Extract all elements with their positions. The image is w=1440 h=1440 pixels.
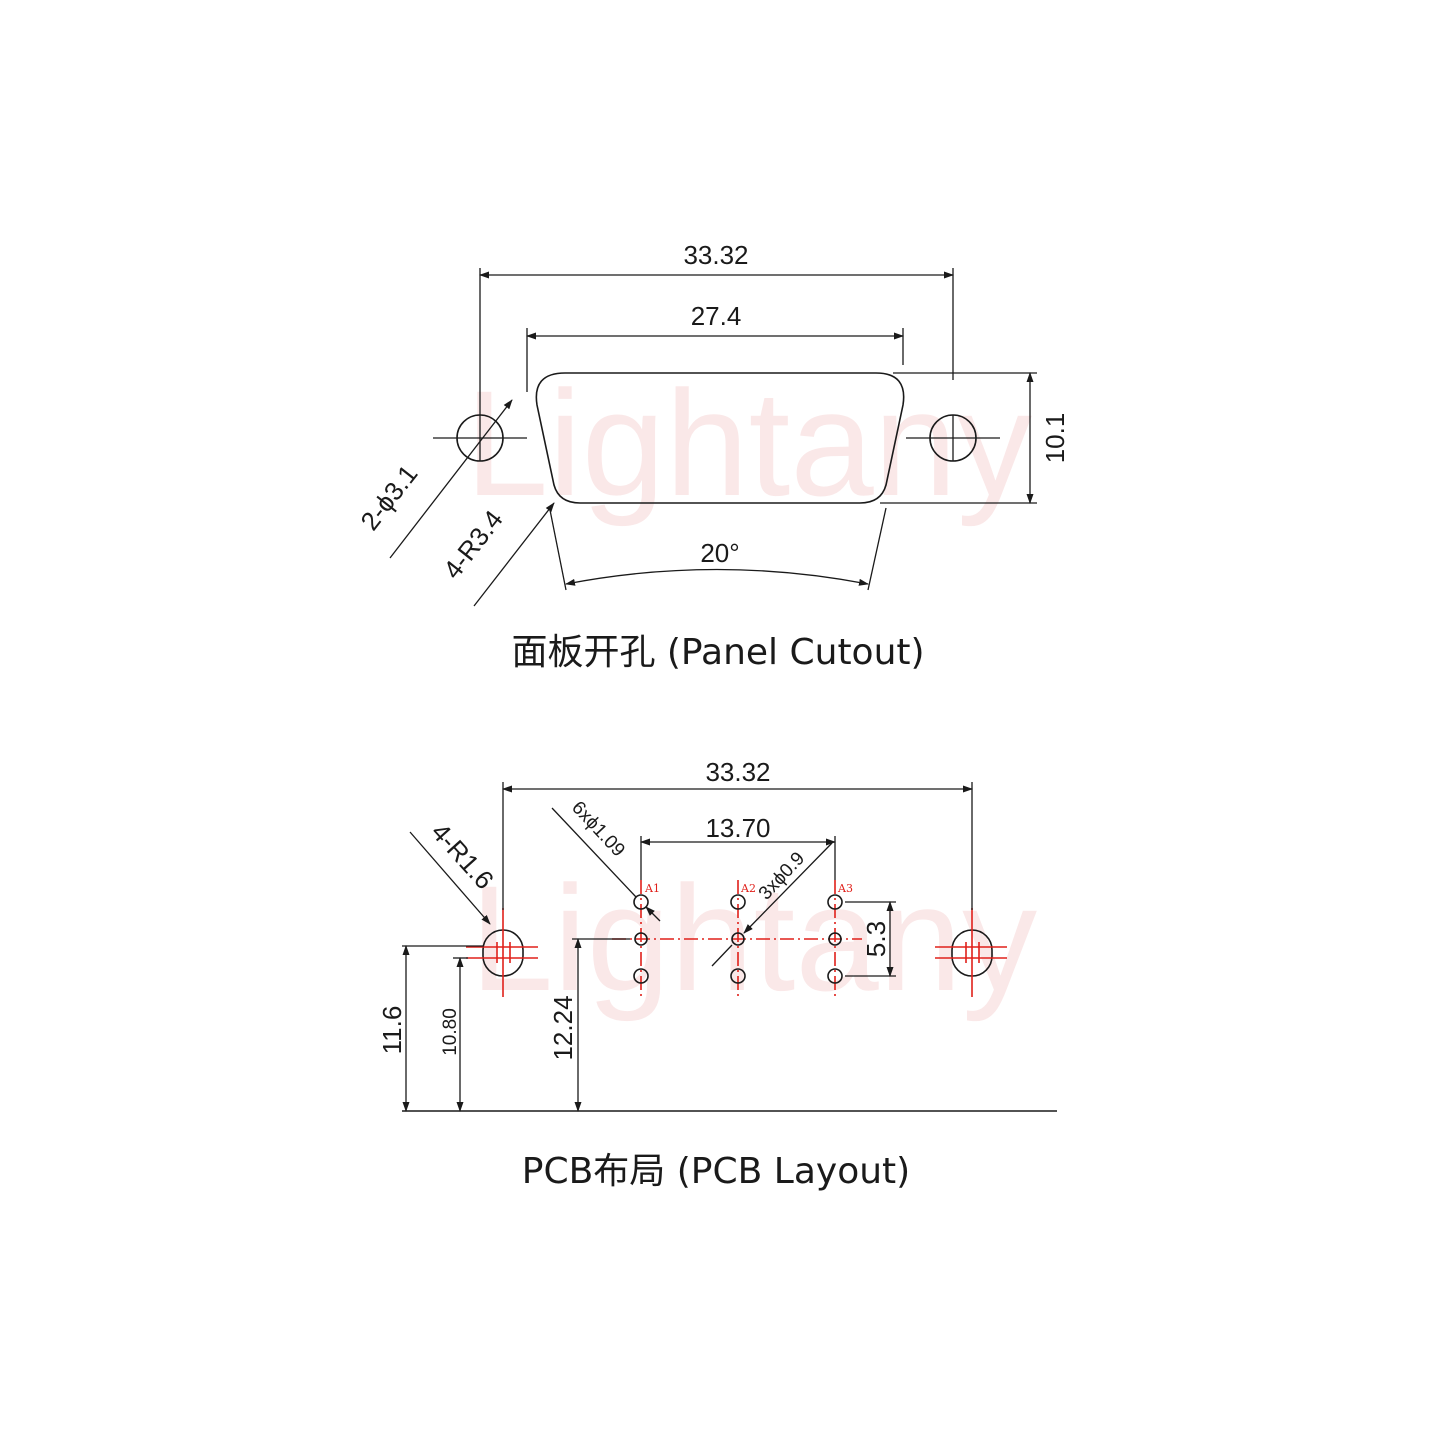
pin-label-a1: A1 [644, 882, 660, 895]
pcb-layout-caption: PCB布局 (PCB Layout) [522, 1151, 910, 1192]
pin-hole-a2-mid [731, 932, 745, 946]
dim-angle-arc [565, 568, 869, 586]
watermark-pcb: Lightany [470, 854, 1037, 1022]
watermark-panel: Lightany [465, 359, 1032, 527]
dim-body-width: 27.4 [691, 301, 742, 331]
pin-label-a3: A3 [837, 882, 853, 895]
d-sub-cutout-outline [535, 372, 905, 504]
pcb-dim-h2: 10.80 [440, 1008, 461, 1056]
pin-hole-a1-top [633, 894, 649, 910]
pcb-dim-pitch: 13.70 [705, 813, 770, 843]
pcb-pin-large-leader [551, 807, 637, 898]
pin-hole-a2-top [730, 894, 746, 910]
pcb-dim-row: 5.3 [861, 921, 891, 957]
pcb-dim-overall: 33.32 [705, 757, 770, 787]
pin-label-a2: A2 [740, 882, 756, 895]
pcb-dim-h1: 11.6 [377, 1006, 407, 1055]
pcb-radius-leader [409, 831, 491, 925]
dim-hole-diameter: 2-ϕ3.1 [354, 459, 423, 536]
dim-angle: 20° [700, 538, 739, 568]
pin-hole-a2-bottom [730, 968, 746, 984]
dim-height: 10.1 [1040, 413, 1070, 464]
pin-hole-a3-bottom [827, 968, 843, 984]
pin-hole-a1-bottom [633, 968, 649, 984]
dim-overall-width: 33.32 [683, 240, 748, 270]
pcb-pin-small-leader [743, 842, 833, 934]
pin-hole-a3-mid [828, 932, 842, 946]
dim-hole-leader [389, 399, 513, 559]
dim-radius-leader [473, 502, 555, 607]
panel-cutout-caption: 面板开孔 (Panel Cutout) [511, 632, 924, 673]
pcb-dim-pin-large: 6xϕ1.09 [567, 797, 629, 861]
pin-hole-a1-mid [634, 932, 648, 946]
pcb-dim-h3: 12.24 [548, 995, 578, 1060]
pin-hole-a3-top [827, 894, 843, 910]
